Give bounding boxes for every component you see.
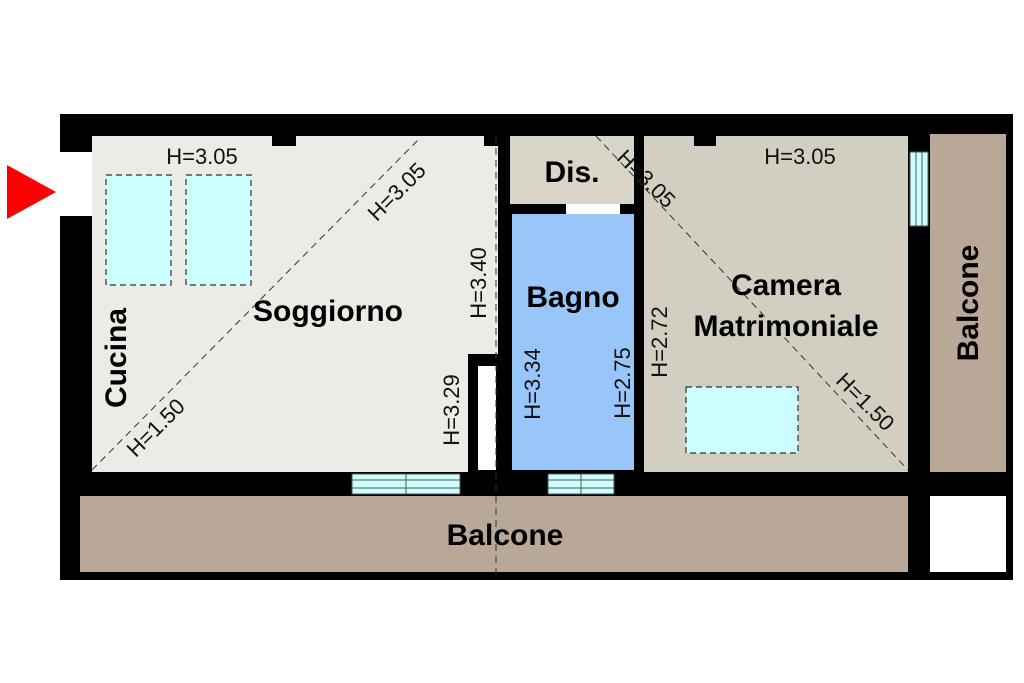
skylight-2 bbox=[185, 174, 252, 286]
bathroom-floor bbox=[512, 214, 634, 470]
room-label-balcone-bottom: Balcone bbox=[447, 519, 564, 552]
entrance-opening bbox=[56, 152, 92, 216]
room-label-balcone-right: Balcone bbox=[952, 245, 985, 362]
height-bagno-left: H=3.34 bbox=[520, 348, 545, 420]
skylight-3 bbox=[685, 386, 799, 454]
height-bagno-right: H=2.75 bbox=[610, 347, 635, 419]
room-label-bagno: Bagno bbox=[526, 281, 619, 314]
balcony-right-floor bbox=[930, 134, 1006, 472]
entrance-arrow-icon bbox=[7, 165, 56, 219]
balcony-bottom-floor bbox=[80, 496, 908, 572]
room-label-camera-line1: Camera bbox=[731, 269, 841, 302]
skylight-1 bbox=[105, 174, 172, 286]
room-dis-floor bbox=[510, 136, 634, 204]
room-label-soggiorno: Soggiorno bbox=[253, 295, 403, 328]
room-label-cucina: Cucina bbox=[100, 308, 133, 408]
height-camera-top: H=3.05 bbox=[764, 144, 836, 169]
ridge-line-soggiorno bbox=[91, 139, 419, 471]
height-corridor: H=3.29 bbox=[439, 374, 464, 446]
window-bagno bbox=[547, 473, 615, 495]
corridor-strip bbox=[478, 366, 496, 470]
height-camera-left: H=2.72 bbox=[647, 306, 672, 378]
height-soggiorno-partition: H=3.40 bbox=[466, 247, 491, 319]
window-soggiorno bbox=[351, 473, 461, 495]
window-camera bbox=[909, 151, 929, 227]
room-label-camera-line2: Matrimoniale bbox=[693, 310, 878, 343]
room-label-dis: Dis. bbox=[544, 156, 599, 189]
empty-corner bbox=[930, 496, 1006, 572]
ridge-line-camera bbox=[595, 135, 909, 471]
height-soggiorno-top: H=3.05 bbox=[166, 144, 238, 169]
bagno-door-gap bbox=[566, 204, 620, 214]
